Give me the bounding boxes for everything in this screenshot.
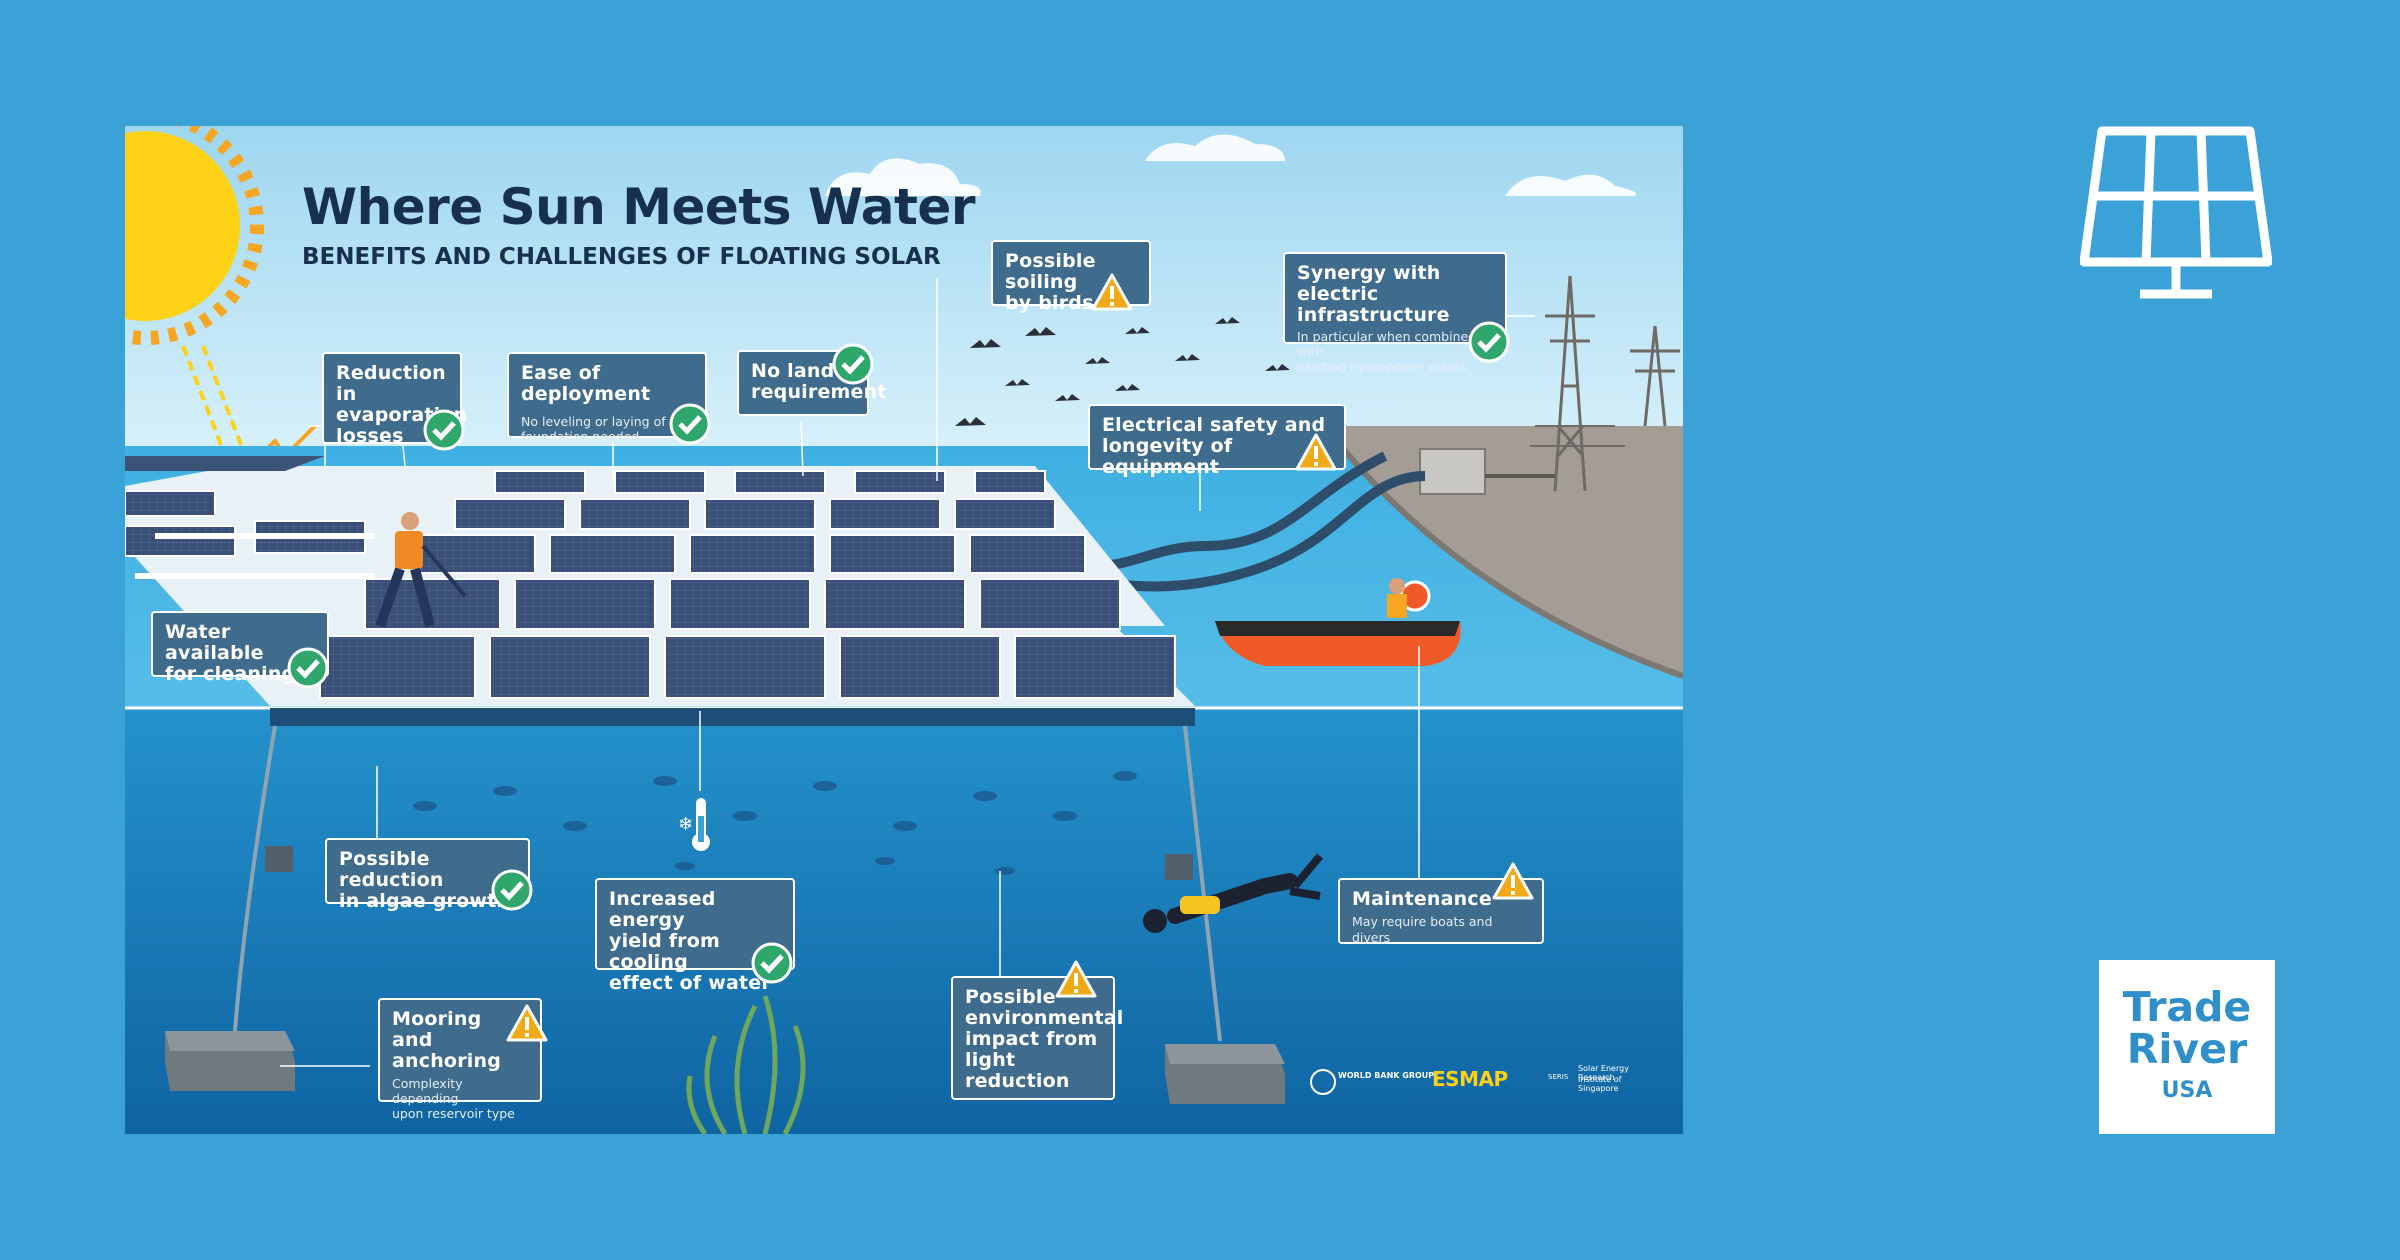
callout-birds-line2: by birds [1005,292,1094,314]
callout-synergy-line2: infrastructure [1297,304,1450,326]
cloud [825,158,981,196]
logo-seris-short: SERIS [1548,1073,1569,1081]
mooring-line [233,725,277,1032]
callout-environment-line3: impact from [965,1028,1098,1050]
seaweed [686,995,806,1134]
sun-icon [125,126,264,345]
warning-icon [505,1002,549,1046]
callout-algae-line2: in algae growth [339,890,511,912]
callout-evaporation-line1: Reduction in [336,362,446,405]
check-icon [668,402,712,446]
callout-cleaning-line1: Water available [165,621,264,664]
transmission-tower [1530,275,1680,492]
callout-mooring-sub1: Complexity depending [392,1076,463,1106]
thermometer-icon: ❄ [678,798,710,851]
poster-subtitle: BENEFITS AND CHALLENGES OF FLOATING SOLA… [302,244,941,270]
callout-mooring-line1: Mooring and [392,1008,482,1051]
callout-cooling-line1: Increased energy [609,888,716,931]
check-icon [750,941,794,985]
callout-maintenance: Maintenance May require boats and divers [1338,878,1544,945]
callout-cooling: Increased energy yield from cooling effe… [595,878,795,994]
brand-line2: River [2126,1025,2248,1073]
maintenance-boat [1215,578,1461,666]
brand-line3: USA [2161,1078,2213,1103]
callout-maintenance-heading: Maintenance [1352,888,1492,910]
callout-environment-line1: Possible [965,986,1056,1008]
callout-mooring-line2: anchoring [392,1050,501,1072]
callout-mooring: Mooring and anchoring Complexity dependi… [378,998,542,1121]
callout-cooling-line2: yield from cooling [609,930,720,973]
callout-land-line2: requirement [751,381,887,403]
callout-synergy-sub2: existing hydropower plants [1297,359,1467,374]
callout-electrical: Electrical safety and longevity of equip… [1088,404,1346,478]
infographic-poster: ❄ Where Sun Meets Water BENEFITS AND CHA… [125,126,1683,1134]
brand-line1: Trade [2122,983,2252,1031]
shoreline [1325,426,1683,676]
callout-evaporation: Reduction in evaporation losses [322,352,467,447]
callout-maintenance-sub1: May require boats and divers [1352,914,1493,945]
inverter-box [1419,448,1486,495]
solar-panel-icon [2079,126,2273,302]
callout-deployment-sub2: foundation needed [521,429,640,444]
callout-birds-line1: Possible soiling [1005,250,1096,293]
logo-seris-line1: Solar Energy Research [1578,1064,1629,1082]
callout-deployment-sub1: No leveling or laying of [521,414,666,429]
callout-environment-line2: environmental [965,1007,1124,1029]
callout-synergy-sub1: In particular when combined with [1297,329,1477,359]
callout-synergy-line1: Synergy with electric [1297,262,1441,305]
callout-electrical-line2: longevity of equipment [1102,435,1233,478]
check-icon [1467,320,1511,364]
warning-icon [1054,958,1098,1002]
callout-deployment-heading: Ease of deployment [521,362,651,405]
callout-cleaning-line2: for cleaning [165,663,296,685]
partner-logos: WORLD BANK GROUP ESMAP SERIS Solar Energ… [1310,1061,1660,1101]
check-icon [286,646,330,690]
callout-synergy: Synergy with electric infrastructure In … [1283,252,1507,374]
logo-seris-line2: Institute of Singapore [1578,1075,1622,1093]
check-icon [422,408,466,452]
solar-panel-array [125,470,1176,699]
callout-electrical-line1: Electrical safety and [1102,414,1326,436]
callout-evaporation-line3: losses [336,425,404,447]
anchor-block [165,1031,1285,1104]
check-icon [490,868,534,912]
fish-school [413,771,1137,875]
callout-environment-line4: light reduction [965,1049,1070,1092]
svg-text:❄: ❄ [678,814,693,835]
callout-land-line1: No land [751,360,835,382]
callout-algae-line1: Possible reduction [339,848,444,891]
warning-icon [1090,271,1134,315]
warning-icon [1294,431,1338,475]
scene-illustration: ❄ [125,126,1683,1134]
cloud [1145,134,1285,161]
callout-deployment: Ease of deployment No leveling or laying… [507,352,707,444]
callout-mooring-sub2: upon reservoir type [392,1106,515,1121]
logo-world-bank: WORLD BANK GROUP [1338,1071,1435,1080]
callout-cooling-line3: effect of water [609,972,771,994]
worker-figure [375,512,467,628]
warning-icon [1491,860,1535,904]
brand-logo: Trade River USA [2099,960,2275,1134]
logo-esmap: ESMAP [1432,1067,1508,1091]
check-icon [831,342,875,386]
poster-title: Where Sun Meets Water [302,178,975,236]
world-bank-globe-icon [1310,1069,1336,1095]
cloud [1505,174,1636,196]
diver-figure [1143,853,1324,933]
